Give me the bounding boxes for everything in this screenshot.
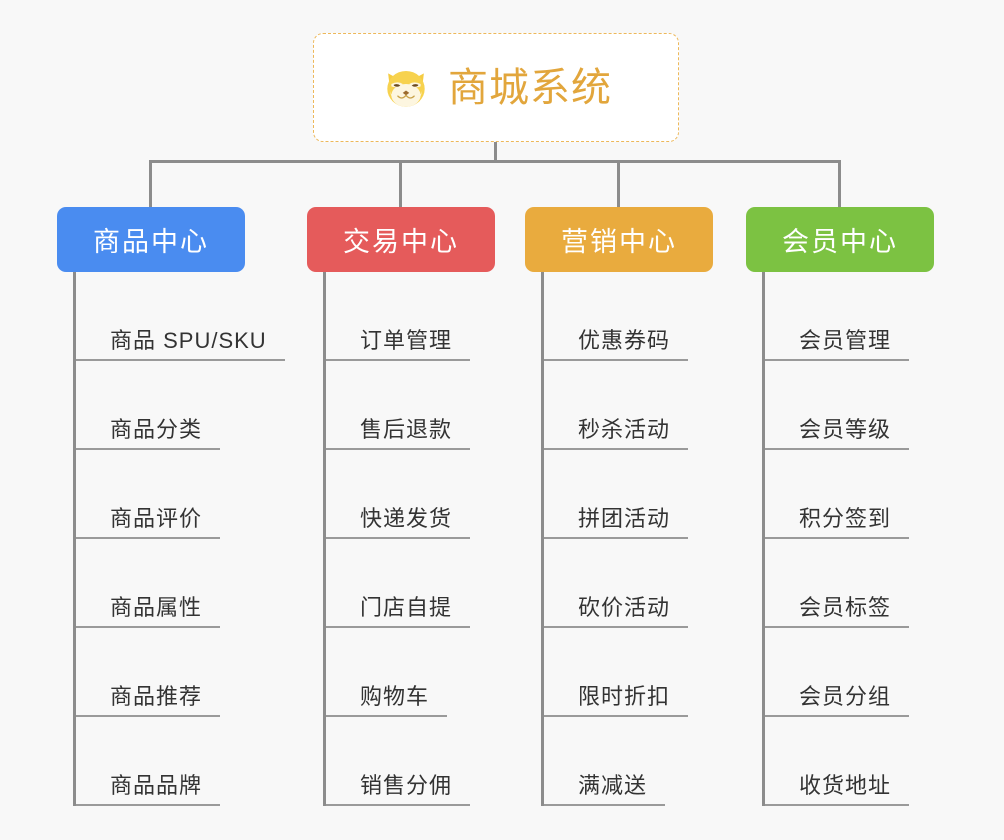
- leaf-label: 会员标签: [765, 595, 910, 628]
- leaf-list-trade: 订单管理 售后退款 快递发货 门店自提 购物车 销售分佣: [323, 272, 495, 806]
- leaf-label: 商品 SPU/SKU: [76, 328, 285, 361]
- leaf-list-product: 商品 SPU/SKU 商品分类 商品评价 商品属性 商品推荐 商品品牌: [73, 272, 285, 806]
- leaf-list-marketing: 优惠券码 秒杀活动 拼团活动 砍价活动 限时折扣 满减送: [541, 272, 713, 806]
- leaf-label: 商品评价: [76, 506, 221, 539]
- list-item[interactable]: 砍价活动: [544, 539, 713, 628]
- list-item[interactable]: 限时折扣: [544, 628, 713, 717]
- connector-drop-trade: [399, 160, 402, 207]
- column-marketing: 营销中心 优惠券码 秒杀活动 拼团活动 砍价活动 限时折扣 满减送: [525, 207, 713, 806]
- connector-drop-member: [838, 160, 841, 207]
- list-item[interactable]: 秒杀活动: [544, 361, 713, 450]
- leaf-label: 售后退款: [326, 417, 471, 450]
- category-header-marketing[interactable]: 营销中心: [525, 207, 713, 272]
- list-item[interactable]: 商品 SPU/SKU: [76, 272, 285, 361]
- root-title: 商城系统: [448, 65, 612, 110]
- connector-root-stem: [494, 142, 497, 162]
- list-item[interactable]: 会员分组: [765, 628, 934, 717]
- leaf-label: 拼团活动: [544, 506, 689, 539]
- list-item[interactable]: 积分签到: [765, 450, 934, 539]
- leaf-label: 限时折扣: [544, 684, 689, 717]
- column-product: 商品中心 商品 SPU/SKU 商品分类 商品评价 商品属性 商品推荐 商品品牌: [57, 207, 285, 806]
- category-header-member[interactable]: 会员中心: [746, 207, 934, 272]
- list-item[interactable]: 满减送: [544, 717, 713, 806]
- list-item[interactable]: 售后退款: [326, 361, 495, 450]
- root-node[interactable]: 商城系统: [313, 33, 679, 142]
- connector-drop-marketing: [617, 160, 620, 207]
- leaf-label: 门店自提: [326, 595, 471, 628]
- list-item[interactable]: 购物车: [326, 628, 495, 717]
- list-item[interactable]: 销售分佣: [326, 717, 495, 806]
- leaf-label: 积分签到: [765, 506, 910, 539]
- leaf-label: 商品品牌: [76, 773, 221, 806]
- leaf-label: 商品分类: [76, 417, 221, 450]
- list-item[interactable]: 门店自提: [326, 539, 495, 628]
- list-item[interactable]: 商品分类: [76, 361, 245, 450]
- list-item[interactable]: 拼团活动: [544, 450, 713, 539]
- leaf-label: 商品属性: [76, 595, 221, 628]
- shiba-dog-icon: [387, 70, 425, 107]
- list-item[interactable]: 会员标签: [765, 539, 934, 628]
- leaf-label: 优惠券码: [544, 328, 689, 361]
- leaf-list-member: 会员管理 会员等级 积分签到 会员标签 会员分组 收货地址: [762, 272, 934, 806]
- leaf-label: 会员分组: [765, 684, 910, 717]
- list-item[interactable]: 会员管理: [765, 272, 934, 361]
- leaf-label: 销售分佣: [326, 773, 471, 806]
- list-item[interactable]: 优惠券码: [544, 272, 713, 361]
- list-item[interactable]: 收货地址: [765, 717, 934, 806]
- leaf-label: 快递发货: [326, 506, 471, 539]
- list-item[interactable]: 会员等级: [765, 361, 934, 450]
- leaf-label: 会员等级: [765, 417, 910, 450]
- leaf-label: 购物车: [326, 684, 448, 717]
- list-item[interactable]: 快递发货: [326, 450, 495, 539]
- leaf-label: 会员管理: [765, 328, 910, 361]
- connector-drop-product: [149, 160, 152, 207]
- category-header-trade[interactable]: 交易中心: [307, 207, 495, 272]
- leaf-label: 砍价活动: [544, 595, 689, 628]
- connector-horizontal-bus: [149, 160, 841, 163]
- leaf-label: 秒杀活动: [544, 417, 689, 450]
- column-trade: 交易中心 订单管理 售后退款 快递发货 门店自提 购物车 销售分佣: [307, 207, 495, 806]
- list-item[interactable]: 商品评价: [76, 450, 245, 539]
- leaf-label: 满减送: [544, 773, 666, 806]
- list-item[interactable]: 商品属性: [76, 539, 245, 628]
- column-member: 会员中心 会员管理 会员等级 积分签到 会员标签 会员分组 收货地址: [746, 207, 934, 806]
- leaf-label: 收货地址: [765, 773, 910, 806]
- category-header-product[interactable]: 商品中心: [57, 207, 245, 272]
- leaf-label: 订单管理: [326, 328, 471, 361]
- list-item[interactable]: 订单管理: [326, 272, 495, 361]
- list-item[interactable]: 商品推荐: [76, 628, 245, 717]
- leaf-label: 商品推荐: [76, 684, 221, 717]
- list-item[interactable]: 商品品牌: [76, 717, 245, 806]
